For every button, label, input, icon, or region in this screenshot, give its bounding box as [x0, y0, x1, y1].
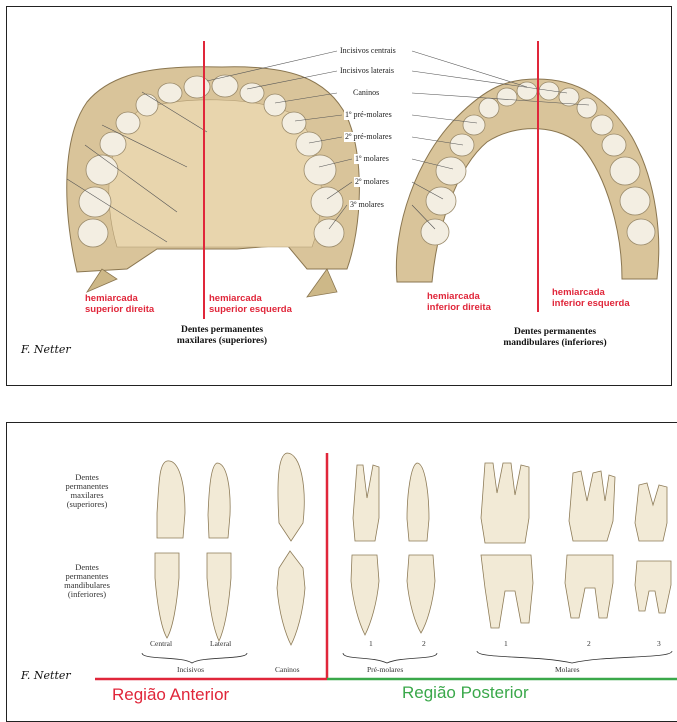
netter-signature: F. Netter: [21, 343, 71, 356]
upper-first-molar: [481, 463, 529, 543]
label-molar-3: 3: [657, 639, 661, 648]
label-premolars: Pré-molares: [367, 665, 403, 674]
label-first-premolars: 1º pré-molares: [344, 110, 393, 120]
label-molar-1: 1: [504, 639, 508, 648]
lower-central-incisor: [155, 553, 179, 638]
label-canines: Caninos: [275, 665, 300, 674]
label-first-molars: 1º molares: [354, 154, 390, 164]
dental-arches-panel: Incisivos centrais Incisivos laterais Ca…: [6, 6, 672, 386]
region-anterior-label: Região Anterior: [112, 685, 229, 705]
label-premolar-1: 1: [369, 639, 373, 648]
label-premolar-2: 2: [422, 639, 426, 648]
lower-second-premolar: [407, 555, 435, 633]
label-canines: Caninos: [352, 88, 380, 98]
upper-third-molar: [635, 483, 667, 541]
label-incisors: Incisivos: [177, 665, 204, 674]
label-third-molars: 3º molares: [349, 200, 385, 210]
label-second-molars: 2º molares: [354, 177, 390, 187]
netter-signature-bottom: F. Netter: [21, 669, 71, 682]
upper-lateral-incisor: [208, 463, 230, 538]
lower-second-molar: [565, 555, 613, 618]
upper-second-molar: [569, 471, 615, 541]
upper-central-incisor: [157, 461, 185, 538]
lower-third-molar: [635, 561, 671, 613]
label-central: Central: [150, 639, 172, 648]
lower-lateral-incisor: [207, 553, 231, 641]
label-central-incisors: Incisivos centrais: [339, 46, 397, 56]
lower-canine: [277, 551, 305, 645]
label-second-premolars: 2º pré-molares: [344, 132, 393, 142]
group-braces: [142, 651, 672, 663]
lower-first-molar: [481, 555, 533, 628]
lower-first-premolar: [351, 555, 379, 635]
label-molar-2: 2: [587, 639, 591, 648]
upper-canine: [278, 453, 304, 541]
label-lateral-incisors: Incisivos laterais: [339, 66, 395, 76]
region-posterior-label: Região Posterior: [402, 683, 529, 703]
upper-first-premolar: [353, 465, 379, 541]
label-molars: Molares: [555, 665, 580, 674]
upper-second-premolar: [407, 463, 429, 541]
label-lateral: Lateral: [210, 639, 231, 648]
